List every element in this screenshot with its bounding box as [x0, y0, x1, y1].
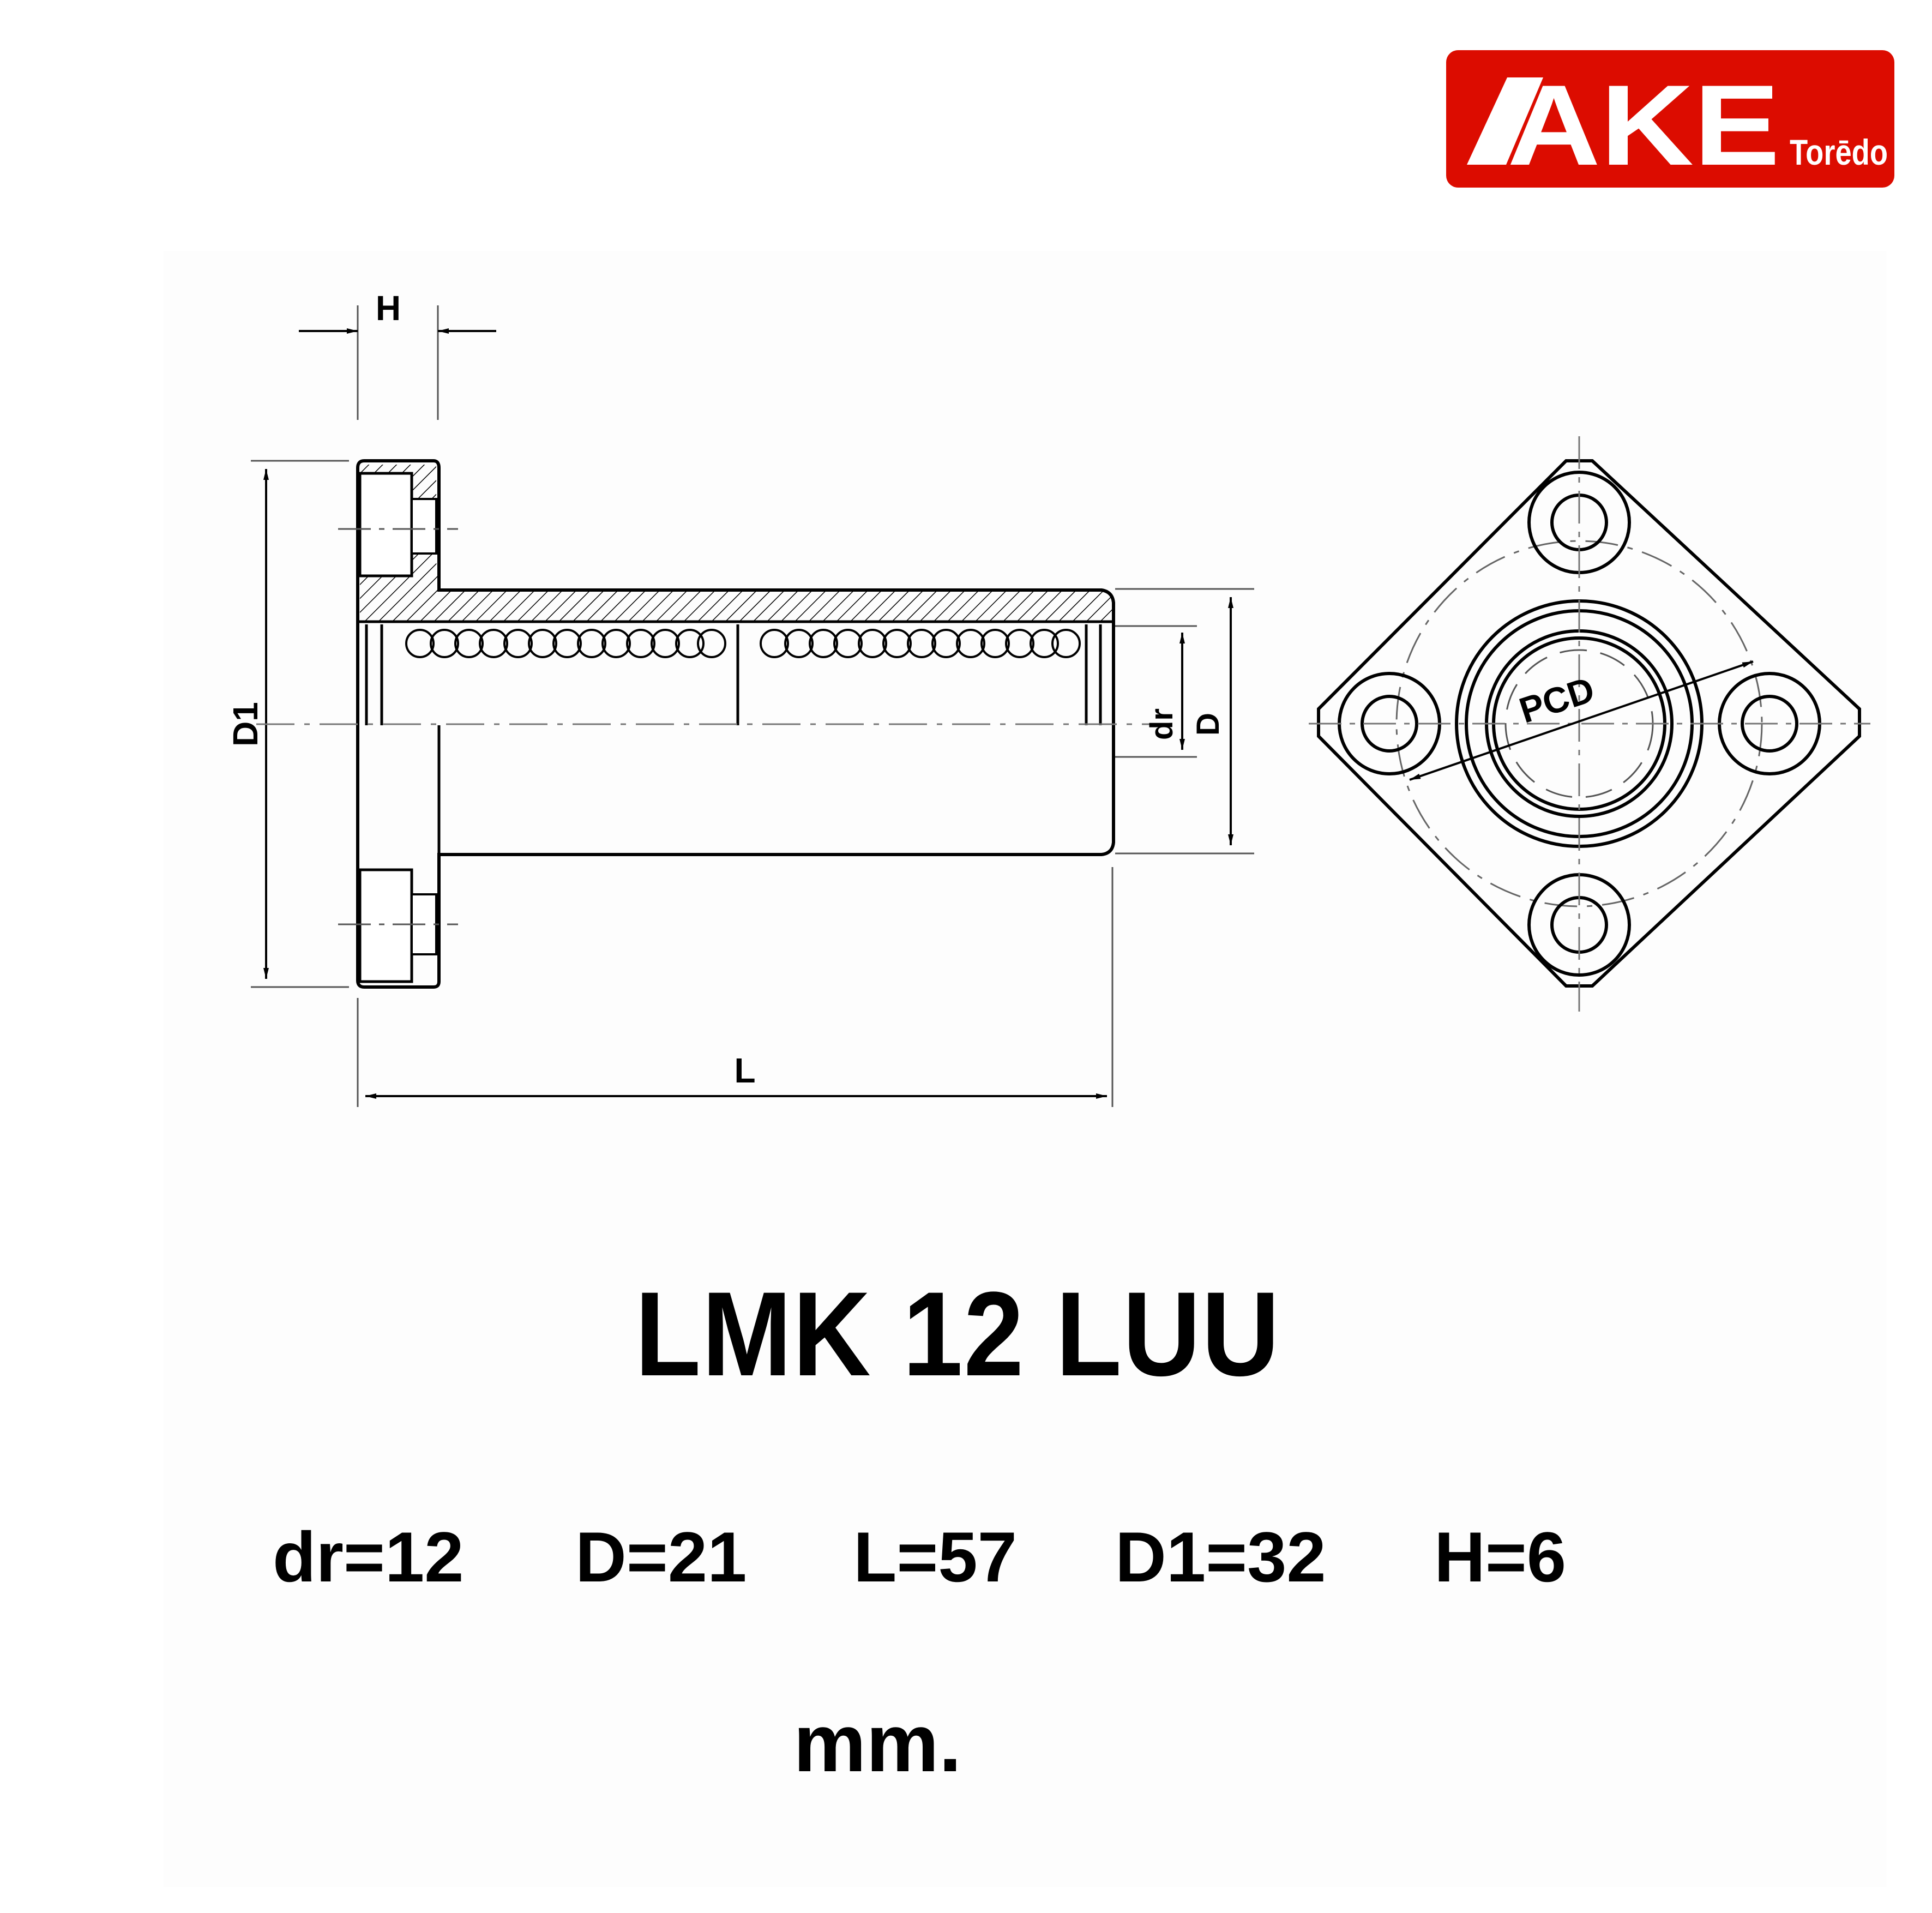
ball-row-left: [405, 629, 726, 658]
h-dimension: [299, 305, 496, 420]
drawing-panel: [164, 251, 1887, 1887]
label-dr: dr: [1144, 708, 1179, 740]
l-dimension: [357, 867, 1114, 1107]
logo-subtext: Torēdo: [1790, 132, 1888, 172]
label-pcd: PCD: [1514, 669, 1599, 730]
label-l: L: [734, 1051, 755, 1090]
spec-d: D=21: [575, 1517, 747, 1597]
logo-icon: AKE Torēdo: [1467, 61, 1888, 188]
label-d: D: [1190, 713, 1226, 736]
unit-label: mm.: [793, 1697, 962, 1789]
spec-l: L=57: [853, 1517, 1017, 1597]
logo-text: AKE: [1507, 61, 1780, 188]
spec-d1: D1=32: [1115, 1517, 1326, 1597]
brand-logo: AKE Torēdo: [1446, 50, 1894, 188]
front-view: [1309, 436, 1870, 1012]
ball-row-right: [760, 629, 1081, 658]
dr-d-dimension: [1115, 588, 1254, 855]
spec-dr: dr=12: [273, 1517, 464, 1597]
label-h: H: [376, 288, 401, 328]
spec-h: H=6: [1434, 1517, 1567, 1597]
side-view: [251, 305, 1254, 1107]
label-d1: D1: [226, 702, 265, 747]
product-model-title: LMK 12 LUU: [635, 1267, 1281, 1401]
